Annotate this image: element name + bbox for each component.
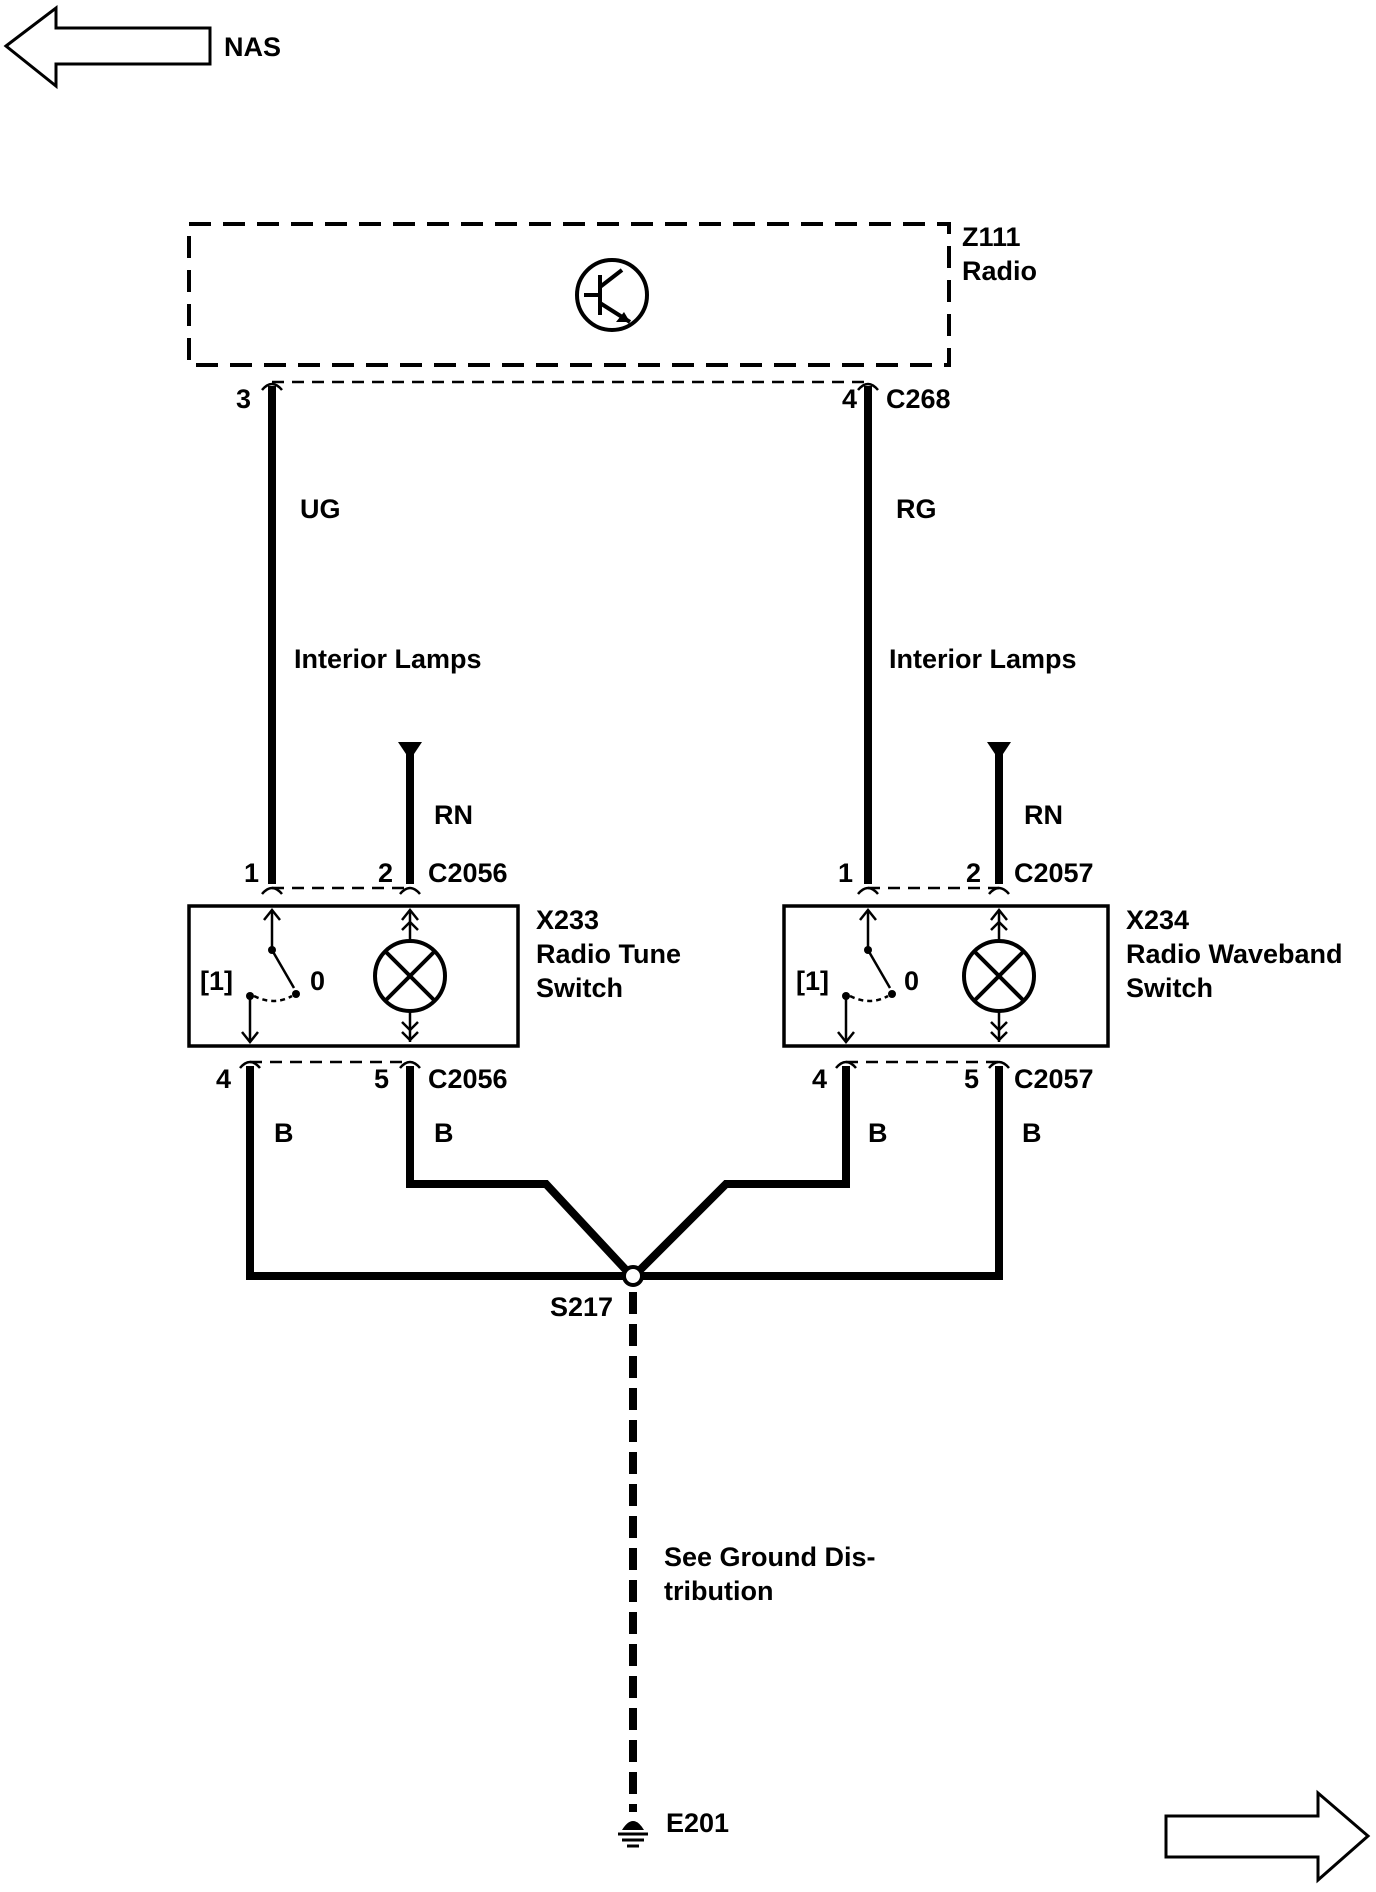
x233-pin-5: 5 bbox=[374, 1064, 389, 1094]
radio-name: Radio bbox=[962, 256, 1037, 286]
wire-rn-right-label: RN bbox=[1024, 800, 1063, 830]
connector-c2057-bottom: 4 5 C2057 bbox=[812, 1060, 1094, 1094]
wire-rn-left-label: RN bbox=[434, 800, 473, 830]
x233-connector-top: C2056 bbox=[428, 858, 508, 888]
wire-rn-left: RN bbox=[398, 742, 473, 884]
nav-prev-label: NAS bbox=[224, 32, 281, 62]
x234-id: X234 bbox=[1126, 905, 1189, 935]
x234-connector-bottom: C2057 bbox=[1014, 1064, 1094, 1094]
x233-id: X233 bbox=[536, 905, 599, 935]
radio-module-outline bbox=[187, 222, 951, 367]
radio-pin-3: 3 bbox=[236, 384, 251, 414]
wire-rn-right: RN bbox=[987, 742, 1063, 884]
wire-ug-destination: Interior Lamps bbox=[294, 644, 482, 674]
ground-note-line1: See Ground Dis- bbox=[664, 1542, 876, 1572]
splice-label: S217 bbox=[550, 1292, 613, 1322]
x234-name-line2: Switch bbox=[1126, 973, 1213, 1003]
ground-wire-1-label: B bbox=[274, 1118, 294, 1148]
x234-connector-top: C2057 bbox=[1014, 858, 1094, 888]
ground-wire-4-label: B bbox=[1022, 1118, 1042, 1148]
wire-rg-destination: Interior Lamps bbox=[889, 644, 1077, 674]
transistor-icon bbox=[575, 258, 649, 332]
x234-pin-2: 2 bbox=[966, 858, 981, 888]
wire-rg-label: RG bbox=[896, 494, 937, 524]
switch-x234: [1] 0 X234 Radio Waveband Switch bbox=[782, 904, 1343, 1048]
switch-contact-icon bbox=[837, 907, 896, 1045]
radio-pin-4: 4 bbox=[842, 384, 857, 414]
wire-rg: RG Interior Lamps bbox=[864, 386, 1077, 884]
x234-name-line1: Radio Waveband bbox=[1126, 939, 1343, 969]
ground-point-e201: E201 bbox=[618, 1808, 729, 1848]
x233-pin-1: 1 bbox=[244, 858, 259, 888]
ground-point-label: E201 bbox=[666, 1808, 729, 1838]
x233-name-line2: Switch bbox=[536, 973, 623, 1003]
connector-c2056-top: 1 2 C2056 bbox=[244, 858, 508, 895]
x233-position-off: 0 bbox=[310, 966, 325, 996]
radio-id: Z111 bbox=[962, 222, 1021, 252]
x233-name-line1: Radio Tune bbox=[536, 939, 681, 969]
ground-feed: See Ground Dis- tribution bbox=[629, 1292, 876, 1812]
ground-wires: B B B B bbox=[246, 1066, 1042, 1280]
x233-position-on: [1] bbox=[200, 966, 233, 996]
x233-pin-2: 2 bbox=[378, 858, 393, 888]
x233-pin-4: 4 bbox=[216, 1064, 231, 1094]
lamp-icon bbox=[373, 907, 447, 1042]
wire-ug: UG Interior Lamps bbox=[268, 386, 482, 884]
nav-prev-arrow[interactable]: NAS bbox=[3, 4, 281, 90]
x233-connector-bottom: C2056 bbox=[428, 1064, 508, 1094]
nav-next-arrow[interactable] bbox=[1164, 1789, 1371, 1884]
lamp-icon bbox=[962, 907, 1036, 1042]
x234-position-on: [1] bbox=[796, 966, 829, 996]
wire-ug-label: UG bbox=[300, 494, 341, 524]
feed-arrow-icon bbox=[987, 742, 1011, 760]
switch-contact-icon bbox=[241, 907, 300, 1045]
radio-connector-label: C268 bbox=[886, 384, 951, 414]
splice-s217: S217 bbox=[550, 1265, 644, 1322]
arrow-left-icon bbox=[3, 4, 212, 90]
connector-c2057-top: 1 2 C2057 bbox=[838, 858, 1094, 895]
x234-pin-4: 4 bbox=[812, 1064, 827, 1094]
ground-wire-2-label: B bbox=[434, 1118, 454, 1148]
arrow-right-icon bbox=[1164, 1789, 1371, 1884]
ground-icon bbox=[618, 1821, 648, 1848]
x234-pin-5: 5 bbox=[964, 1064, 979, 1094]
x234-pin-1: 1 bbox=[838, 858, 853, 888]
connector-c2056-bottom: 4 5 C2056 bbox=[216, 1060, 508, 1094]
connector-c268: 3 4 C268 bbox=[236, 380, 951, 414]
ground-wire-3-label: B bbox=[868, 1118, 888, 1148]
feed-arrow-icon bbox=[398, 742, 422, 760]
ground-note-line2: tribution bbox=[664, 1576, 773, 1606]
x234-position-off: 0 bbox=[904, 966, 919, 996]
switch-x233: [1] 0 X233 Radio Tune Switch bbox=[187, 904, 681, 1048]
radio-module: Z111 Radio bbox=[187, 222, 1037, 367]
